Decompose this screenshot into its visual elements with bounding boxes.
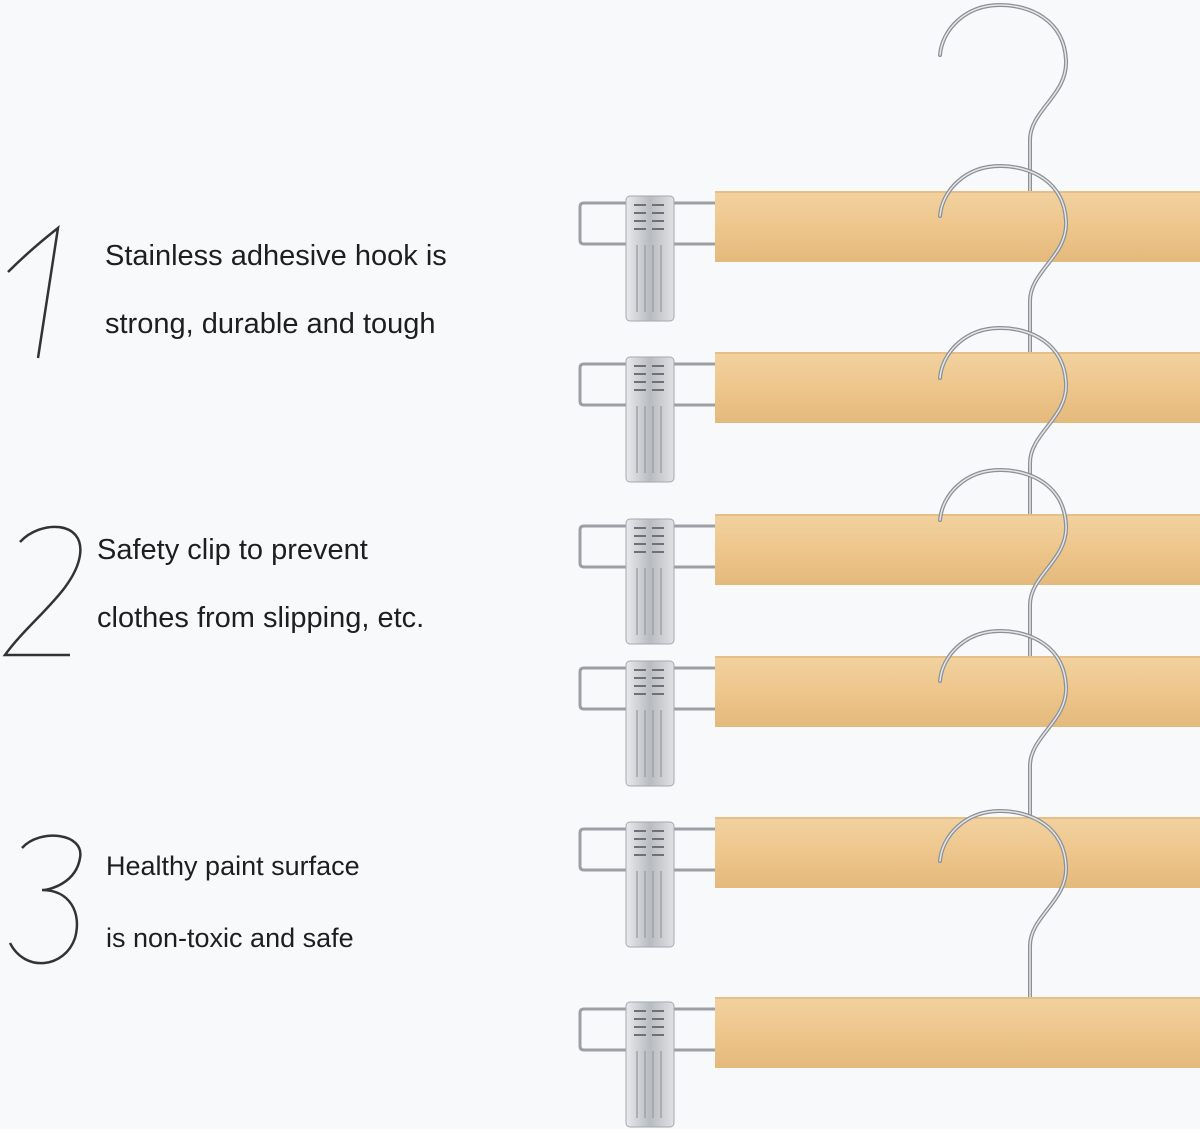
feature-3: Healthy paint surface is non-toxic and s… [106, 830, 360, 974]
hanger-1 [578, 3, 1200, 323]
feature-2: Safety clip to prevent clothes from slip… [97, 516, 424, 652]
feature-number-3 [0, 828, 90, 977]
feature-2-line-1: Safety clip to prevent [97, 534, 368, 566]
feature-2-line-2: clothes from slipping, etc. [97, 602, 425, 634]
feature-1-line-2: strong, durable and tough [105, 308, 436, 340]
feature-3-line-2: is non-toxic and safe [106, 923, 354, 953]
feature-number-1 [0, 220, 80, 374]
feature-1: Stainless adhesive hook is strong, durab… [105, 222, 447, 358]
feature-3-line-1: Healthy paint surface [106, 851, 360, 881]
feature-number-2 [0, 520, 90, 664]
feature-1-line-1: Stainless adhesive hook is [105, 240, 447, 272]
